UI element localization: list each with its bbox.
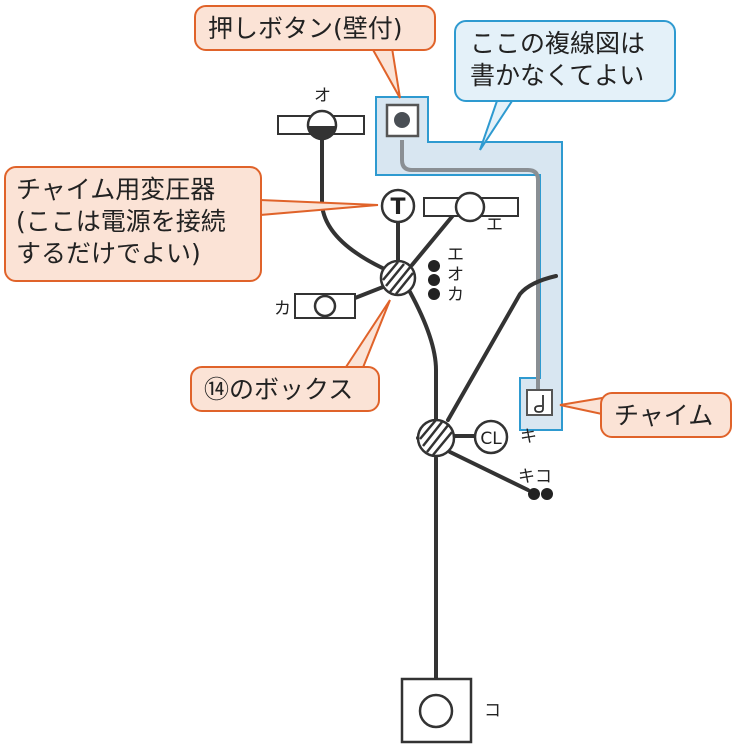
callout-transformer-line-2: (ここは電源を接続 xyxy=(16,207,226,236)
chime-wire xyxy=(400,140,540,392)
switch-dot xyxy=(541,488,553,500)
switch-dots-eoka xyxy=(428,260,440,300)
callout-box14-text: ⑭のボックス xyxy=(204,375,354,404)
transformer-symbol: T xyxy=(380,188,416,224)
label-ko: コ xyxy=(484,701,501,721)
chime-symbol xyxy=(526,389,553,416)
light-e-circle xyxy=(454,191,486,223)
wire-ka-to-box14 xyxy=(353,285,385,300)
hatch-line xyxy=(389,265,412,293)
clock-outlet: CL xyxy=(473,419,509,455)
callout-chime: チャイム xyxy=(600,392,732,438)
label-ka: カ xyxy=(274,299,291,319)
junction-box-lower xyxy=(416,418,456,458)
label-ki: キ xyxy=(520,427,537,447)
label-e: エ xyxy=(486,215,503,235)
callout-transformer: チャイム用変圧器 (ここは電源を接続 するだけでよい) xyxy=(4,166,262,282)
hatch-line xyxy=(385,263,405,287)
hatch-line xyxy=(432,431,453,456)
switch-dots-kiko xyxy=(528,488,553,500)
callout-no-need: ここの複線図は 書かなくてよい xyxy=(454,20,676,102)
wire-e-to-box14 xyxy=(410,211,457,267)
switch-dot xyxy=(428,274,440,286)
label-switch-e: エ xyxy=(447,245,464,265)
label-o: オ xyxy=(314,86,331,106)
wire-to-chime-top xyxy=(446,274,558,422)
hatch-line xyxy=(426,423,450,453)
callout-push-button-text: 押しボタン(壁付) xyxy=(208,14,403,43)
pointer-push-button xyxy=(370,47,401,99)
label-kiko: キコ xyxy=(518,467,552,487)
hatch-line xyxy=(382,261,399,281)
switch-dot xyxy=(528,488,540,500)
pointer-chime xyxy=(559,396,603,416)
callout-no-need-line-1: ここの複線図は xyxy=(470,29,646,58)
clock-outlet-letters: CL xyxy=(480,429,502,449)
pointer-transformer xyxy=(259,198,379,217)
callout-no-need-line-2: 書かなくてよい xyxy=(470,61,645,90)
light-o-half xyxy=(308,126,336,140)
push-button-box xyxy=(385,103,420,138)
wire-box14-down xyxy=(408,290,438,422)
switch-dot xyxy=(428,260,440,272)
chime-note xyxy=(534,395,544,413)
hatch-line xyxy=(419,419,437,440)
light-ka-circle xyxy=(313,294,337,318)
hatch-line xyxy=(422,421,443,447)
clock-outlet-circle xyxy=(473,419,509,455)
switch-dot xyxy=(428,288,440,300)
light-ka xyxy=(294,293,356,319)
callout-box14: ⑭のボックス xyxy=(190,366,380,412)
light-ko-circle xyxy=(418,693,454,729)
callout-push-button: 押しボタン(壁付) xyxy=(194,5,436,51)
transformer-circle xyxy=(380,188,416,224)
light-o xyxy=(277,109,365,141)
junction-box-14-circle xyxy=(379,259,417,297)
light-e xyxy=(423,191,519,223)
chime-box xyxy=(526,389,553,416)
push-button-symbol xyxy=(385,103,420,138)
junction-box-14 xyxy=(379,259,417,297)
label-switch-ka: カ xyxy=(447,285,464,305)
transformer-letter: T xyxy=(390,195,405,220)
callout-chime-text: チャイム xyxy=(614,401,714,430)
push-button-dot xyxy=(394,112,410,128)
wire-to-kiko xyxy=(448,450,530,492)
hatch-line xyxy=(395,272,414,295)
callout-transformer-line-1: チャイム用変圧器 xyxy=(16,175,216,204)
light-ko xyxy=(400,677,473,744)
callout-transformer-line-3: するだけでよい) xyxy=(16,239,201,268)
label-switch-o: オ xyxy=(447,265,464,285)
